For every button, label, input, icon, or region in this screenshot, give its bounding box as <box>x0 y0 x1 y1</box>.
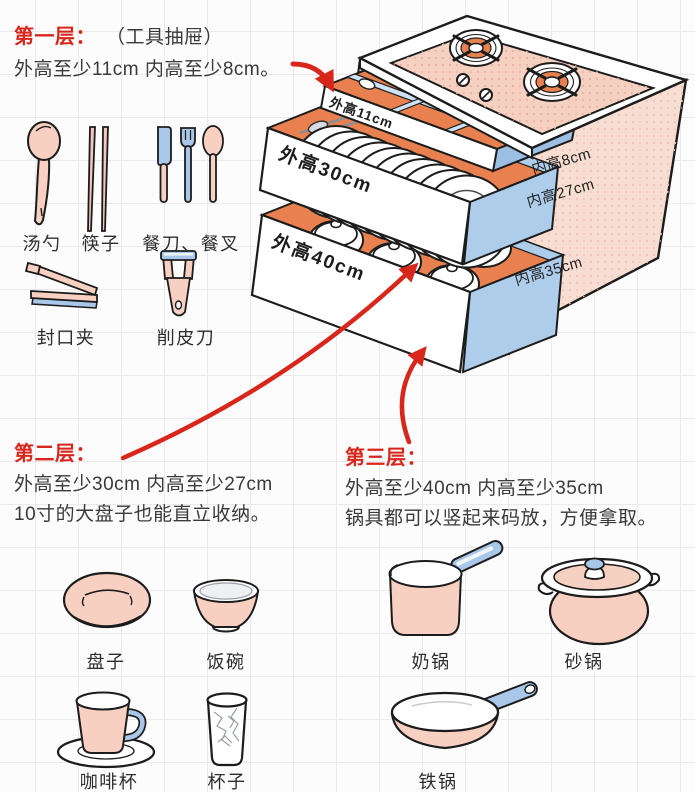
glass-illustration <box>206 692 248 767</box>
item-label-peeler: 削皮刀 <box>156 328 216 348</box>
layer1-heading: 第一层： <box>14 26 96 48</box>
drawer-middle-side <box>462 165 560 266</box>
layer1-line1: 外高至少11cm 内高至少8cm。 <box>14 59 280 80</box>
item-label-bowl: 饭碗 <box>206 652 246 672</box>
burner-icon <box>523 62 581 102</box>
item-label-chopsticks: 筷子 <box>81 234 121 254</box>
layer3-heading: 第三层： <box>345 447 427 469</box>
chopsticks-illustration <box>87 126 109 232</box>
bag-clip-illustration <box>24 261 99 309</box>
cabinet-illustration <box>250 14 690 374</box>
layer3-line2: 锅具都可以竖起来码放，方便拿取。 <box>345 508 658 529</box>
drawer-top-front <box>319 84 499 173</box>
layer3-line1: 外高至少40cm 内高至少35cm <box>345 478 604 499</box>
layer1-heading-row: 第一层： （工具抽屉） <box>14 20 223 49</box>
drawer-bottom-side <box>461 253 565 374</box>
item-label-plate: 盘子 <box>86 652 126 672</box>
item-label-glass: 杯子 <box>207 772 247 792</box>
item-label-clay-pot: 砂锅 <box>564 652 604 672</box>
burner-icon <box>449 29 503 67</box>
drawer-middle <box>258 91 561 269</box>
arrow-layer1 <box>290 61 334 93</box>
item-label-cutlery: 餐刀、餐叉 <box>142 234 240 254</box>
stove-knob-icon <box>456 73 470 87</box>
iron-pan-illustration <box>390 681 538 750</box>
layer2-line1: 外高至少30cm 内高至少27cm <box>14 474 273 495</box>
cabinet-top-stove <box>357 14 690 160</box>
cutlery-illustration <box>157 125 224 203</box>
bowl-illustration <box>192 579 260 633</box>
item-label-iron-pan: 铁锅 <box>418 772 458 792</box>
item-label-ladle: 汤勺 <box>22 234 62 254</box>
stove-knob-icon <box>479 88 493 102</box>
layer2-line2: 10寸的大盘子也能直立收纳。 <box>14 504 271 525</box>
plate-illustration <box>62 571 152 629</box>
clay-pot-illustration <box>537 557 661 646</box>
arrow-layer2 <box>120 262 419 461</box>
item-label-milk-pot: 奶锅 <box>411 652 451 672</box>
layer1-note: （工具抽屉） <box>106 27 224 48</box>
peeler-illustration <box>160 250 197 317</box>
ladle-illustration <box>27 121 61 226</box>
annotation-arrows <box>120 61 427 461</box>
item-label-coffee-cup: 咖啡杯 <box>79 772 139 792</box>
drawer-middle-front <box>258 126 472 266</box>
coffee-cup-illustration <box>56 691 156 769</box>
arrow-layer3 <box>399 346 427 445</box>
layer2-heading: 第二层： <box>14 443 96 465</box>
crackle-pattern <box>213 707 240 747</box>
item-label-bag-clip: 封口夹 <box>36 328 96 348</box>
milk-pot-illustration <box>388 540 504 636</box>
